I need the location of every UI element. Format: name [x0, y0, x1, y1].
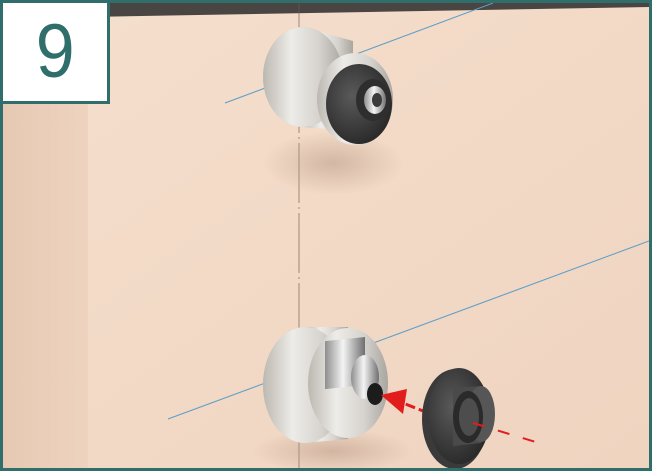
step-badge: 9: [3, 3, 110, 104]
upper-standoff: [263, 27, 393, 145]
flat-washer: [422, 368, 495, 468]
upper-standoff-shadow: [263, 131, 403, 195]
step-number: 9: [35, 9, 75, 94]
insertion-axis-line: [472, 422, 540, 444]
lower-guide-line: [167, 240, 649, 420]
lower-standoff: [263, 327, 388, 443]
wall-side: [3, 3, 88, 468]
wall-top-edge: [88, 3, 649, 17]
assembly-illustration: [3, 3, 649, 468]
